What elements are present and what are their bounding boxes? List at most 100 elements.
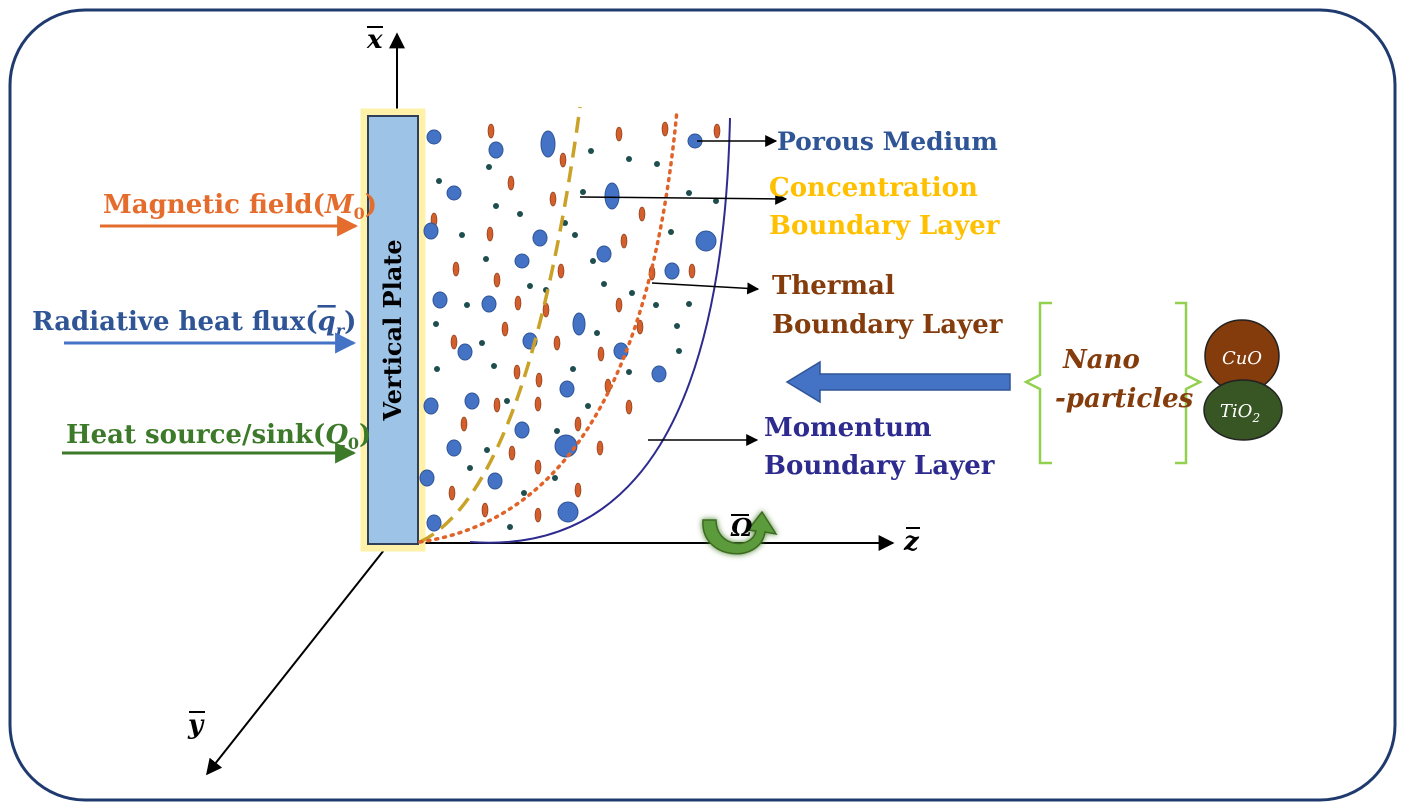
porous-medium-label: Porous Medium xyxy=(777,127,998,156)
dark-nanoparticle xyxy=(484,447,490,453)
y-axis-label: y xyxy=(187,710,205,740)
orange-nanoparticle xyxy=(596,440,604,456)
orange-nanoparticle xyxy=(615,126,623,142)
vertical-plate-label: Vertical Plate xyxy=(378,239,407,421)
orange-nanoparticle xyxy=(452,261,460,277)
porous-particle xyxy=(695,230,717,252)
porous-particle xyxy=(419,469,435,487)
orange-nanoparticle xyxy=(574,416,582,432)
concentration-pointer xyxy=(579,192,788,205)
porous-particle xyxy=(664,262,680,280)
dark-nanoparticle xyxy=(654,161,660,167)
dark-nanoparticle xyxy=(653,302,659,308)
tio2-particle xyxy=(1203,379,1283,441)
porous-particle xyxy=(572,312,586,336)
dark-nanoparticle xyxy=(434,366,440,372)
orange-nanoparticle xyxy=(549,191,557,207)
magnetic-field-label: Magnetic field(M0) xyxy=(103,190,377,223)
rotation-arrow-icon xyxy=(702,510,778,555)
dark-nanoparticle xyxy=(588,148,594,154)
orange-nanoparticle xyxy=(625,399,633,415)
dark-nanoparticle xyxy=(507,524,513,530)
left-bracket xyxy=(1023,301,1052,465)
porous-particle xyxy=(488,141,504,159)
dark-nanoparticle xyxy=(552,475,558,481)
dark-nanoparticle xyxy=(479,340,485,346)
orange-nanoparticle xyxy=(615,297,623,313)
orange-nanoparticle xyxy=(487,123,495,139)
concentration-label-2: Boundary Layer xyxy=(769,211,1000,241)
orange-nanoparticle xyxy=(597,346,605,362)
orange-nanoparticle xyxy=(535,372,543,388)
dark-nanoparticle xyxy=(572,232,578,238)
nanoparticle-inflow-arrow xyxy=(785,360,1011,404)
z-axis-label: z xyxy=(903,527,920,557)
dark-nanoparticle xyxy=(504,398,510,404)
nano-label-1: Nano xyxy=(1062,345,1140,375)
porous-particle xyxy=(423,222,439,240)
thermal-label-2: Boundary Layer xyxy=(772,310,1003,340)
vertical-plate xyxy=(367,115,419,545)
dark-nanoparticle xyxy=(674,323,680,329)
porous-particle xyxy=(426,129,442,145)
porous-particle xyxy=(514,253,530,269)
dark-nanoparticle xyxy=(491,363,497,369)
porous-particle xyxy=(514,421,530,439)
porous-particle xyxy=(559,380,575,398)
dark-nanoparticle xyxy=(713,198,719,204)
orange-nanoparticle xyxy=(534,507,542,523)
dark-nanoparticle xyxy=(594,330,600,336)
orange-nanoparticle xyxy=(661,121,669,137)
dark-nanoparticle xyxy=(527,283,533,289)
momentum-label-2: Boundary Layer xyxy=(764,451,995,481)
porous-particle xyxy=(432,291,448,309)
y-axis xyxy=(206,544,389,776)
heat-source-sink-label: Heat source/sink(Q0) xyxy=(66,420,371,453)
orange-nanoparticle xyxy=(501,321,509,337)
orange-nanoparticle xyxy=(486,226,494,242)
momentum-boundary-curve xyxy=(469,117,731,544)
porous-particle xyxy=(423,397,439,415)
dark-nanoparticle xyxy=(590,258,596,264)
porous-particle xyxy=(596,245,612,263)
porous-particle xyxy=(446,439,462,457)
dark-nanoparticle xyxy=(570,366,576,372)
dark-nanoparticle xyxy=(601,281,607,287)
x-axis-label: x xyxy=(366,25,383,55)
orange-nanoparticle xyxy=(513,364,521,380)
porous-particle xyxy=(426,514,442,532)
dark-nanoparticle xyxy=(686,301,692,307)
vertical-plate-glow xyxy=(360,108,426,552)
dark-nanoparticle xyxy=(459,232,465,238)
rotation-label: Ω xyxy=(730,513,753,542)
dark-nanoparticle xyxy=(676,348,682,354)
nano-label-2: -particles xyxy=(1055,384,1194,414)
concentration-label-1: Concentration xyxy=(769,173,978,203)
porous-particle xyxy=(446,185,462,201)
orange-nanoparticle xyxy=(688,263,696,279)
outer-frame xyxy=(8,8,1397,802)
porous-particle xyxy=(554,434,578,458)
orange-nanoparticle xyxy=(514,295,522,311)
dark-nanoparticle xyxy=(580,189,586,195)
radiative-heat-flux-label: Radiative heat flux(qr) xyxy=(32,307,356,340)
momentum-label-1: Momentum xyxy=(764,413,932,443)
orange-nanoparticle xyxy=(574,482,582,498)
orange-nanoparticle xyxy=(557,263,565,279)
dark-nanoparticle xyxy=(517,211,523,217)
orange-nanoparticle xyxy=(638,206,646,222)
orange-nanoparticle xyxy=(460,416,468,432)
porous-particle xyxy=(457,343,473,361)
dark-nanoparticle xyxy=(686,190,692,196)
orange-nanoparticle xyxy=(450,334,458,350)
thermal-pointer xyxy=(651,282,760,295)
dark-nanoparticle xyxy=(626,156,632,162)
tio2-label: TiO2 xyxy=(1220,401,1260,425)
dark-nanoparticle xyxy=(493,203,499,209)
orange-nanoparticle xyxy=(508,445,516,461)
dark-nanoparticle xyxy=(668,229,674,235)
orange-nanoparticle xyxy=(559,152,567,168)
orange-nanoparticle xyxy=(620,233,628,249)
porous-particle xyxy=(481,295,497,313)
